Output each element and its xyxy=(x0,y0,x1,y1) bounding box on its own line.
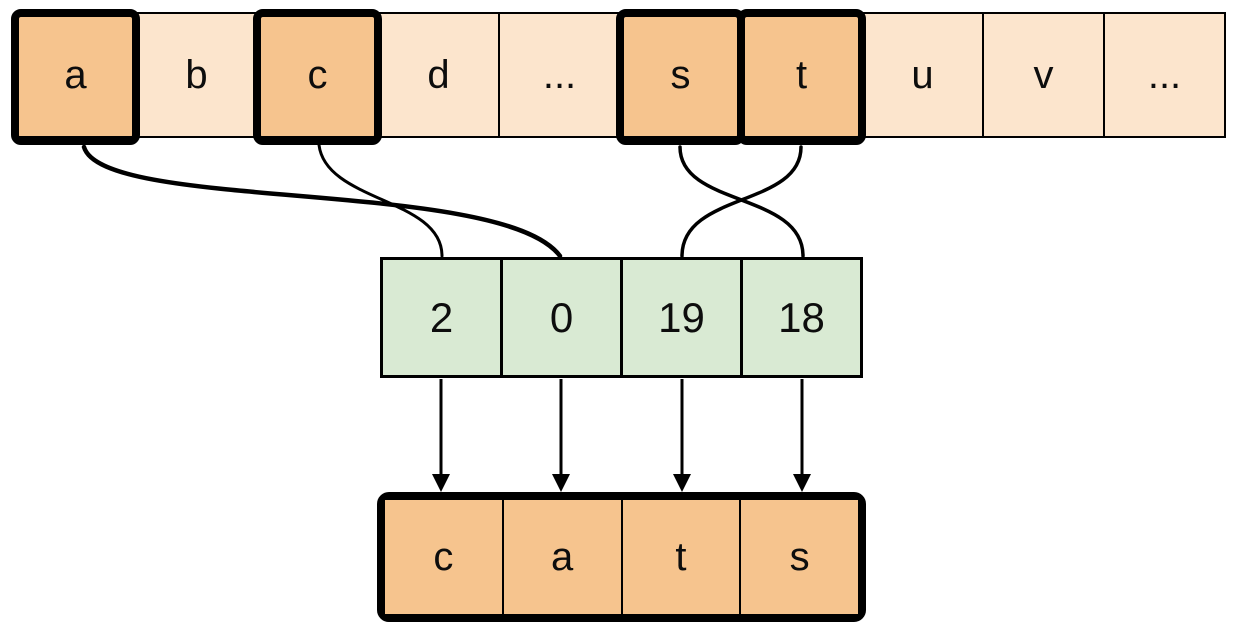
arrowhead-icon xyxy=(552,474,570,492)
alphabet-cell-a: a xyxy=(11,9,140,145)
arrow-index-19-to-output-t xyxy=(673,379,691,492)
alphabet-cell-s: s xyxy=(616,9,745,145)
alphabet-cell-ellipsis-1: ... xyxy=(500,14,621,136)
output-cell-2: t xyxy=(622,500,742,614)
alphabet-cell-label: t xyxy=(795,52,808,97)
output-array-inner: c a t s xyxy=(385,500,858,614)
alphabet-cell-u: u xyxy=(863,14,984,136)
output-cell-label: t xyxy=(675,534,687,579)
index-cell-2: 19 xyxy=(623,260,743,375)
alphabet-array: a b c d ... s t u v ... xyxy=(11,9,1226,145)
output-cell-1: a xyxy=(503,500,623,614)
output-cell-label: s xyxy=(789,534,810,579)
output-cell-3: s xyxy=(741,500,858,614)
alphabet-cell-d: d xyxy=(379,14,500,136)
alphabet-cell-t: t xyxy=(737,9,866,145)
arrowhead-icon xyxy=(793,474,811,492)
output-cell-label: a xyxy=(551,534,574,579)
index-cell-value: 19 xyxy=(658,293,705,341)
curve-a-to-index-0 xyxy=(81,144,563,259)
output-cell-label: c xyxy=(433,534,454,579)
alphabet-cell-label: s xyxy=(670,52,691,97)
index-cell-value: 18 xyxy=(778,293,825,341)
curve-t-to-index-19 xyxy=(680,145,803,258)
index-cell-value: 2 xyxy=(429,293,454,341)
alphabet-cell-label: a xyxy=(64,52,87,97)
arrow-index-0-to-output-a xyxy=(552,379,570,492)
alphabet-cell-b: b xyxy=(137,14,258,136)
alphabet-cell-label: ... xyxy=(1147,52,1182,97)
output-array: c a t s xyxy=(377,492,866,622)
index-cell-3: 18 xyxy=(743,260,860,375)
arrow-index-2-to-output-c xyxy=(432,379,450,492)
index-cell-value: 0 xyxy=(549,293,574,341)
arrow-index-18-to-output-s xyxy=(793,379,811,492)
output-cell-0: c xyxy=(385,500,504,614)
alphabet-cell-ellipsis-2: ... xyxy=(1105,14,1224,136)
index-array: 2 0 19 18 xyxy=(380,257,863,378)
index-cell-1: 0 xyxy=(503,260,623,375)
alphabet-cell-label: b xyxy=(185,52,208,97)
alphabet-cell-label: d xyxy=(427,52,450,97)
alphabet-cell-label: v xyxy=(1033,52,1054,97)
alphabet-cell-label: u xyxy=(911,52,934,97)
index-cell-0: 2 xyxy=(383,260,503,375)
arrowhead-icon xyxy=(673,474,691,492)
curve-c-to-index-2 xyxy=(317,143,444,258)
alphabet-cell-label: c xyxy=(307,52,328,97)
curve-s-to-index-18 xyxy=(678,145,805,258)
alphabet-cell-c: c xyxy=(253,9,382,145)
alphabet-cell-v: v xyxy=(984,14,1105,136)
alphabet-cell-label: ... xyxy=(542,52,577,97)
arrowhead-icon xyxy=(432,474,450,492)
